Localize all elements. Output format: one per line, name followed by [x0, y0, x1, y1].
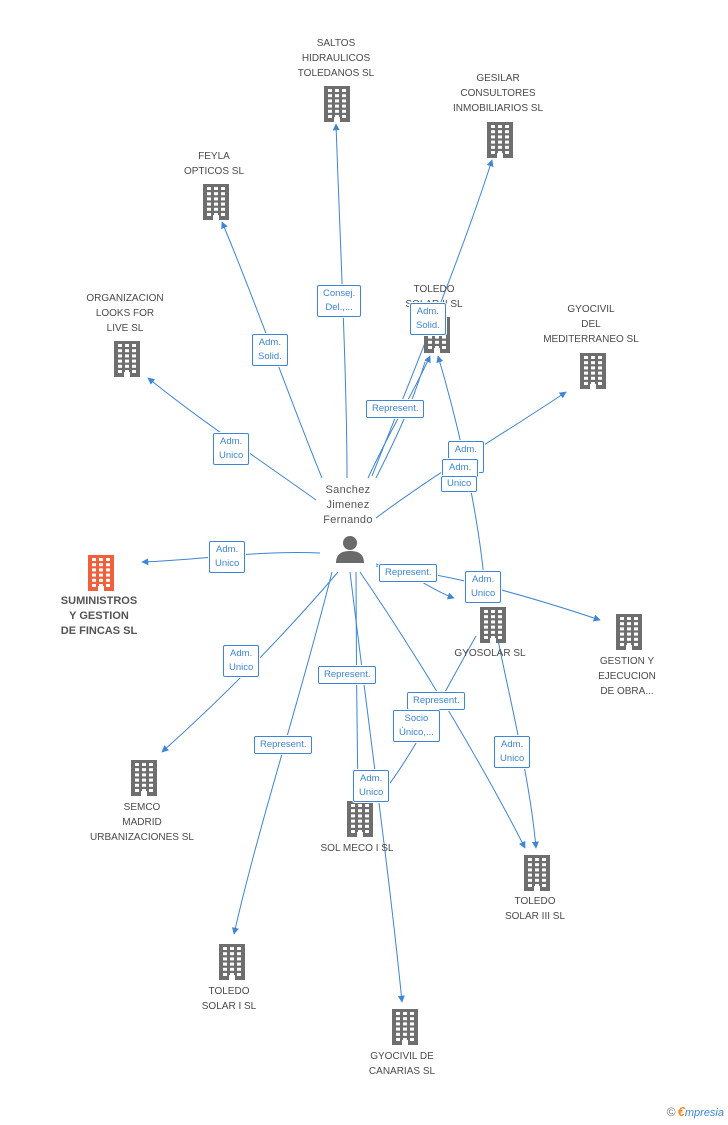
company-label-gyosolar[interactable]: GYOSOLAR SL: [454, 648, 526, 659]
company-label-gesilar[interactable]: GESILAR CONSULTORES INMOBILIARIOS SL: [452, 73, 544, 114]
company-label-organizacion[interactable]: ORGANIZACION LOOKS FOR LIVE SL: [86, 293, 164, 334]
relation-label: Represent.: [318, 666, 377, 684]
building-icon[interactable]: [476, 606, 510, 644]
relation-edge: [359, 571, 526, 849]
relation-label: Adm. Unico: [494, 736, 531, 768]
company-label-solmeco[interactable]: SOL MECO I SL: [320, 843, 394, 854]
building-icon[interactable]: [576, 352, 610, 390]
company-label-semco[interactable]: SEMCO MADRID URBANIZACIONES SL: [90, 802, 194, 843]
relation-label: Adm. Unico: [465, 571, 502, 603]
person-icon[interactable]: [333, 533, 367, 571]
building-icon[interactable]: [612, 613, 646, 651]
relation-label: Adm. Solid.: [252, 334, 288, 366]
building-icon[interactable]: [320, 85, 354, 123]
building-icon[interactable]: [127, 759, 161, 797]
relation-label: Represent.: [379, 564, 438, 582]
company-label-toledo-solar-i[interactable]: TOLEDO SOLAR I SL: [201, 986, 257, 1012]
relation-label: Adm. Unico: [353, 770, 390, 802]
relation-label: Adm. Solid.: [410, 303, 446, 335]
relation-label: Adm. Unico: [213, 433, 250, 465]
relation-label: Consej. Del.,...: [317, 285, 362, 317]
company-label-gyocivil-can[interactable]: GYOCIVIL DE CANARIAS SL: [368, 1051, 436, 1077]
relation-label: Represent.: [407, 692, 466, 710]
highlighted-building-icon[interactable]: [84, 554, 118, 592]
relation-edge: [375, 361, 426, 479]
company-label-toledo-solar-iii[interactable]: TOLEDO SOLAR III SL: [504, 896, 566, 922]
building-icon[interactable]: [483, 121, 517, 159]
relation-edge: [354, 571, 362, 801]
empresia-credit: ©€mpresia: [667, 1104, 724, 1119]
company-label-feyla[interactable]: FEYLA OPTICOS SL: [183, 151, 244, 177]
person-name[interactable]: Sanchez Jimenez Fernando: [323, 484, 373, 526]
company-label-gestion[interactable]: GESTION Y EJECUCION DE OBRA...: [598, 656, 656, 697]
relation-label: Unico: [441, 476, 478, 492]
relation-label: Adm. Unico: [209, 541, 246, 573]
relation-label: Adm. Unico: [223, 645, 260, 677]
relation-label: Socio Único,...: [393, 710, 440, 742]
relation-edge: [231, 571, 333, 935]
building-icon[interactable]: [520, 854, 554, 892]
company-label-suministros[interactable]: SUMINISTROS Y GESTION DE FINCAS SL: [60, 595, 138, 637]
building-icon[interactable]: [388, 1008, 422, 1046]
brand-initial: €: [677, 1104, 685, 1119]
brand-name: mpresia: [684, 1107, 724, 1119]
relation-label: Represent.: [254, 736, 313, 754]
company-label-gyocivil-med[interactable]: GYOCIVIL DEL MEDITERRANEO SL: [543, 304, 639, 345]
building-icon[interactable]: [343, 800, 377, 838]
building-icon[interactable]: [199, 183, 233, 221]
relation-label: Represent.: [366, 400, 425, 418]
building-icon[interactable]: [110, 340, 144, 378]
company-label-saltos[interactable]: SALTOS HIDRAULICOS TOLEDANOS SL: [297, 38, 375, 79]
building-icon[interactable]: [215, 943, 249, 981]
copyright-symbol: ©: [666, 1105, 676, 1119]
